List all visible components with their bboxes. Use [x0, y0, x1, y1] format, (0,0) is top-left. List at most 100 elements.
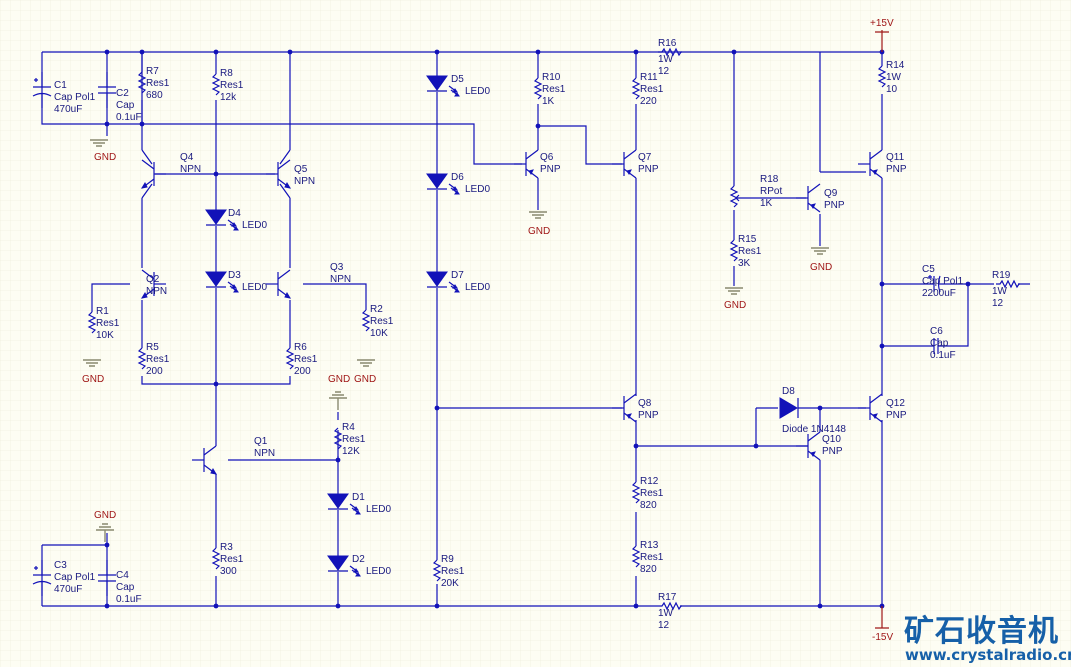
- capacitor-type: Cap: [116, 582, 135, 593]
- ground-symbol: GND: [94, 510, 116, 542]
- led-ref: D7: [451, 270, 464, 281]
- resistor-ref: R4: [342, 422, 355, 433]
- resistor-value: 10K: [370, 328, 388, 339]
- resistor-ref: R15: [738, 234, 757, 245]
- resistor-value: 300: [220, 566, 237, 577]
- wires: [41, 51, 1030, 607]
- capacitor-value: 470uF: [54, 584, 82, 595]
- resistor-type: Res1: [640, 488, 664, 499]
- ground-symbol: GND: [810, 247, 832, 273]
- capacitor-ref: C1: [54, 80, 67, 91]
- transistor-ref: Q3: [330, 262, 344, 273]
- led-type: LED0: [465, 86, 490, 97]
- resistor-type: Res1: [294, 354, 318, 365]
- capacitor-value: 0.1uF: [116, 112, 142, 123]
- resistor-type: Res1: [441, 566, 465, 577]
- resistor-value: 12: [658, 66, 670, 77]
- capacitor-ref: C2: [116, 88, 129, 99]
- capacitor-value: 2200uF: [922, 288, 956, 299]
- resistor-value: 1K: [760, 198, 773, 209]
- resistor-value: 200: [294, 366, 311, 377]
- transistor-type: PNP: [638, 410, 659, 421]
- capacitor-type: Cap Pol1: [54, 572, 96, 583]
- led-ref: D4: [228, 208, 241, 219]
- resistor-ref: R9: [441, 554, 454, 565]
- led-ref: D5: [451, 74, 464, 85]
- watermark-url: www.crystalradio.cn: [905, 646, 1071, 664]
- resistor-type: 1W: [886, 72, 902, 83]
- resistor-type: Res1: [640, 84, 664, 95]
- led-ref: D6: [451, 172, 464, 183]
- transistor-type: PNP: [824, 200, 845, 211]
- diode-type: Diode 1N4148: [782, 424, 846, 435]
- ground-label: GND: [94, 510, 116, 521]
- resistor-type: Res1: [220, 554, 244, 565]
- ground-label: GND: [810, 262, 832, 273]
- led-type: LED0: [366, 504, 391, 515]
- ground-symbol: GND: [724, 287, 746, 311]
- transistor-type: NPN: [254, 448, 275, 459]
- resistor-ref: R10: [542, 72, 561, 83]
- resistor-value: 12K: [342, 446, 360, 457]
- led-type: LED0: [465, 184, 490, 195]
- junction-dots: [104, 49, 971, 609]
- resistor-ref: R16: [658, 38, 677, 49]
- resistor-value: 820: [640, 500, 657, 511]
- resistor-type: 1W: [992, 286, 1008, 297]
- ground-symbol: GND: [82, 359, 104, 385]
- transistor-ref: Q4: [180, 152, 194, 163]
- resistor-value: 220: [640, 96, 657, 107]
- resistor-value: 200: [146, 366, 163, 377]
- transistor-type: PNP: [822, 446, 843, 457]
- resistor-type: Res1: [96, 318, 120, 329]
- capacitor-type: Cap: [116, 100, 135, 111]
- capacitor-ref: C4: [116, 570, 129, 581]
- transistor-ref: Q8: [638, 398, 652, 409]
- ground-symbol: GND: [528, 211, 550, 237]
- negative-rail-label: -15V: [872, 632, 893, 643]
- ground-label: GND: [82, 374, 104, 385]
- resistor-ref: R7: [146, 66, 159, 77]
- transistor-ref: Q12: [886, 398, 905, 409]
- resistor-ref: R3: [220, 542, 233, 553]
- resistor-value: 680: [146, 90, 163, 101]
- resistor-value: 12: [992, 298, 1004, 309]
- resistor-value: 20K: [441, 578, 459, 589]
- transistor-type: NPN: [330, 274, 351, 285]
- resistor-type: Res1: [738, 246, 762, 257]
- transistor-ref: Q6: [540, 152, 554, 163]
- resistor-type: Res1: [370, 316, 394, 327]
- transistor-type: PNP: [638, 164, 659, 175]
- resistor-type: 1W: [658, 608, 674, 619]
- resistor-type: Res1: [342, 434, 366, 445]
- resistor-value: 12k: [220, 92, 237, 103]
- resistor-ref: R18: [760, 174, 779, 185]
- capacitor-type: Cap Pol1: [54, 92, 96, 103]
